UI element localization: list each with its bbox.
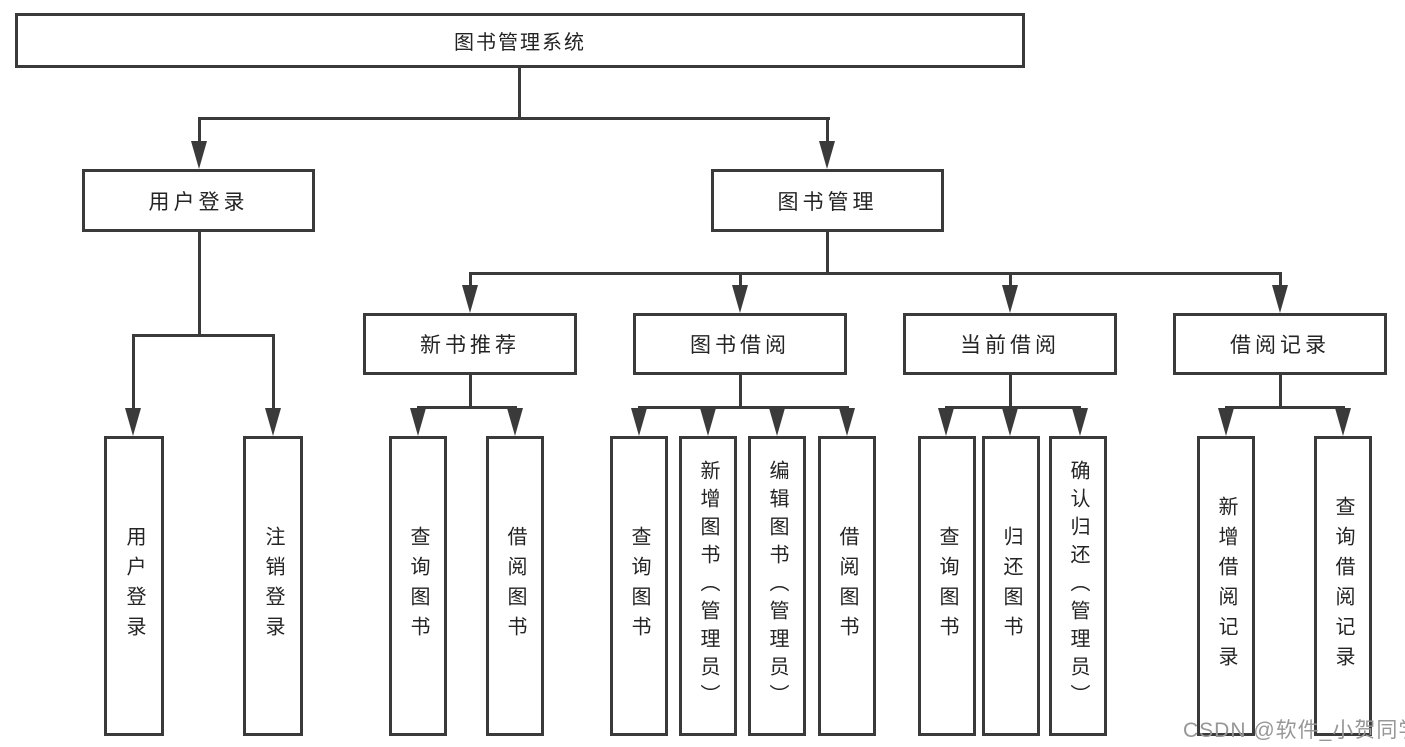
node-borrowing-records: 借阅记录: [1173, 313, 1387, 375]
connector-line: [198, 232, 201, 336]
connector-line: [198, 117, 830, 120]
connector-line: [469, 375, 472, 409]
arrow-down-icon: [700, 408, 716, 436]
connector-line: [1009, 272, 1012, 290]
arrow-down-icon: [1218, 408, 1234, 436]
node-borrow-books-recommend: 借阅图书: [486, 436, 544, 736]
connector-line: [469, 272, 472, 290]
connector-line: [469, 272, 1282, 275]
node-user-login: 用户登录: [82, 169, 315, 232]
arrow-down-icon: [410, 408, 426, 436]
node-query-books-recommend: 查询图书: [389, 436, 447, 736]
arrow-down-icon: [1072, 408, 1088, 436]
connector-line: [638, 406, 849, 409]
node-add-borrow-record: 新增借阅记录: [1197, 436, 1255, 736]
connector-line: [826, 117, 829, 145]
node-confirm-return-admin: 确认归还（管理员）: [1049, 436, 1107, 736]
node-query-books-borrow: 查询图书: [610, 436, 668, 736]
arrow-down-icon: [839, 408, 855, 436]
node-query-borrow-record: 查询借阅记录: [1314, 436, 1372, 736]
arrow-down-icon: [631, 408, 647, 436]
connector-line: [198, 117, 201, 145]
node-new-book-recommend: 新书推荐: [363, 313, 577, 375]
connector-line: [518, 68, 521, 119]
node-query-books-current: 查询图书: [918, 436, 976, 736]
arrow-down-icon: [462, 285, 478, 313]
arrow-down-icon: [1335, 408, 1351, 436]
connector-line: [739, 375, 742, 409]
arrow-down-icon: [1272, 285, 1288, 313]
csdn-watermark: CSDN @软件_小贺同学: [1183, 719, 1405, 742]
arrow-down-icon: [819, 141, 835, 169]
node-borrow-books-borrow: 借阅图书: [818, 436, 876, 736]
node-logout-login: 注销登录: [243, 436, 303, 736]
arrow-down-icon: [769, 408, 785, 436]
arrow-down-icon: [938, 408, 954, 436]
connector-line: [1009, 375, 1012, 409]
arrow-down-icon: [507, 408, 523, 436]
node-book-management: 图书管理: [711, 169, 944, 232]
node-current-borrowing: 当前借阅: [903, 313, 1117, 375]
connector-line: [1279, 272, 1282, 290]
arrow-down-icon: [125, 408, 141, 436]
connector-line: [132, 334, 275, 337]
connector-line: [1225, 406, 1345, 409]
connector-line: [739, 272, 742, 290]
node-edit-books-admin: 编辑图书（管理员）: [748, 436, 806, 736]
arrow-down-icon: [191, 141, 207, 169]
connector-line: [945, 406, 1081, 409]
node-return-books: 归还图书: [982, 436, 1040, 736]
connector-line: [826, 232, 829, 274]
connector-line: [132, 334, 135, 412]
arrow-down-icon: [1002, 285, 1018, 313]
connector-line: [417, 406, 517, 409]
node-add-books-admin: 新增图书（管理员）: [679, 436, 737, 736]
node-book-borrowing: 图书借阅: [633, 313, 847, 375]
arrow-down-icon: [732, 285, 748, 313]
connector-line: [272, 334, 275, 412]
connector-line: [1279, 375, 1282, 409]
arrow-down-icon: [265, 408, 281, 436]
arrow-down-icon: [1002, 408, 1018, 436]
node-user-login-leaf: 用户登录: [104, 436, 164, 736]
node-root-library-system: 图书管理系统: [15, 13, 1025, 68]
